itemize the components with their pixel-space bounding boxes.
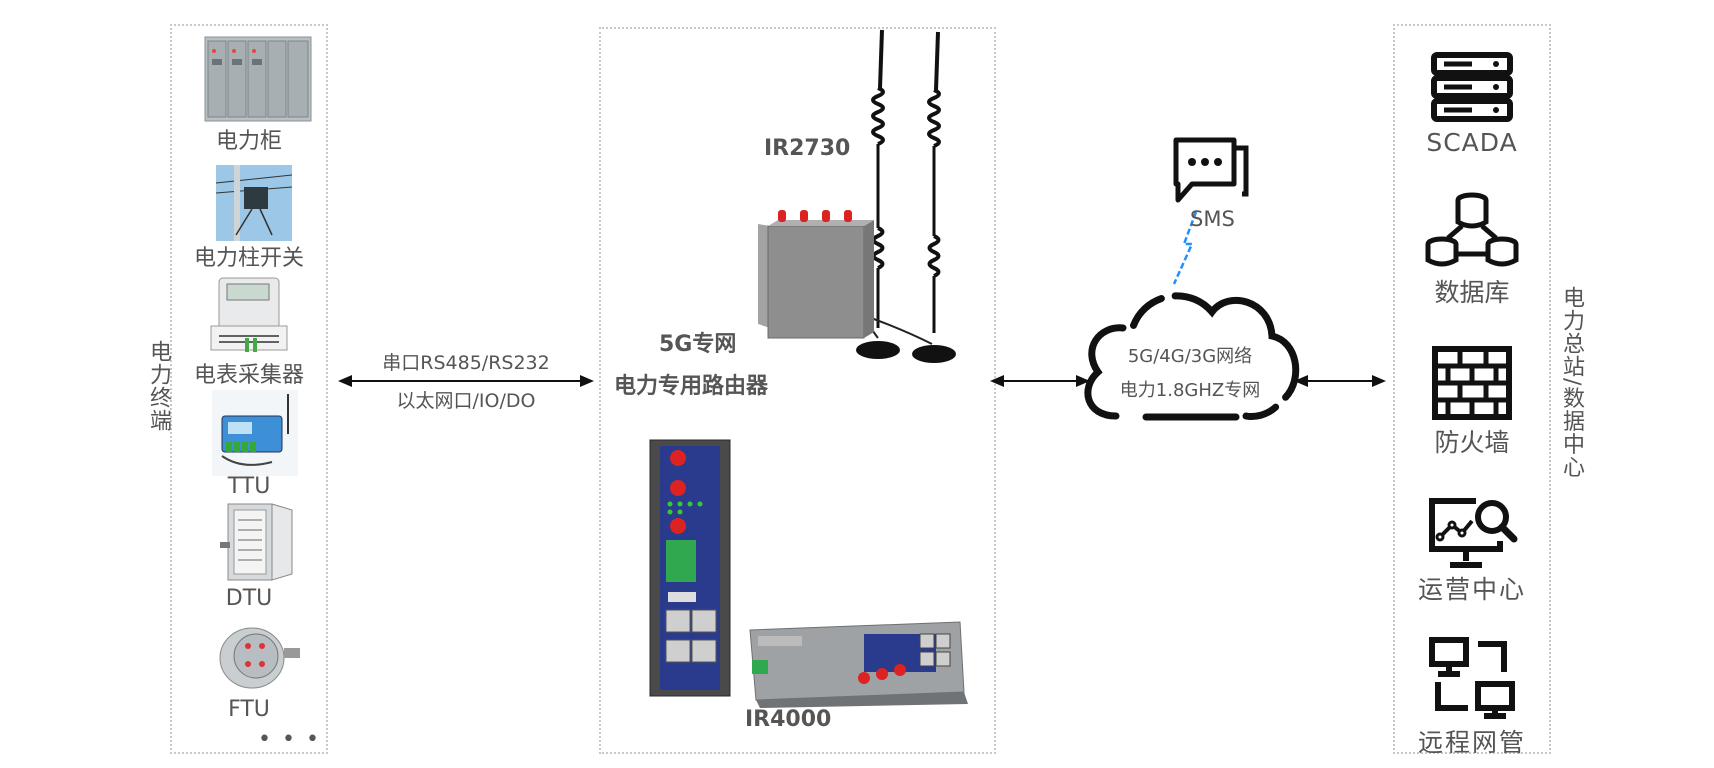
- router-panel: [599, 27, 996, 754]
- router-model-ir2730: IR2730: [764, 136, 851, 161]
- device-label-pole-switch: 电力柱开关: [193, 246, 304, 271]
- sms-label: SMS: [1190, 207, 1235, 231]
- dtu-image: [220, 502, 294, 588]
- sms-chat-icon: [1172, 137, 1252, 214]
- device-label-meter-collector: 电表采集器: [193, 363, 304, 388]
- right-link-arrow: [1294, 373, 1386, 393]
- device-label-dtu: DTU: [225, 586, 273, 611]
- pole-switch-image: [215, 165, 293, 245]
- link-label-serial: 串口RS485/RS232: [382, 352, 550, 374]
- more-indicator: • • •: [258, 727, 321, 752]
- network-cloud-icon: [1076, 276, 1304, 440]
- meter-collector-image: [205, 276, 293, 362]
- data-center-panel-title: 电力总站/数据中心: [1559, 286, 1584, 479]
- ir4000-vertical-router-image: [648, 439, 734, 702]
- router-model-ir4000: IR4000: [745, 707, 832, 732]
- network-management-icon: [1428, 636, 1516, 722]
- data-center-label-scada: SCADA: [1426, 128, 1518, 157]
- data-center-panel: [1393, 24, 1551, 754]
- firewall-icon: [1432, 346, 1512, 424]
- ir2730-router-image: [750, 28, 960, 372]
- terminal-panel-title: 电力终端: [146, 340, 171, 432]
- router-caption-power: 电力专用路由器: [614, 374, 769, 399]
- lightning-icon: [1166, 210, 1202, 290]
- device-label-ftu: FTU: [228, 697, 270, 722]
- device-label-power-cabinet: 电力柜: [215, 129, 282, 154]
- data-center-label-firewall: 防火墙: [1434, 428, 1510, 457]
- terminal-panel: [170, 24, 328, 754]
- left-link-arrow: [338, 373, 594, 393]
- database-icon: [1424, 192, 1520, 272]
- ttu-image: [212, 390, 298, 480]
- cloud-label-network: 5G/4G/3G网络: [1127, 346, 1253, 367]
- device-label-ttu: TTU: [227, 474, 271, 499]
- power-cabinet-image: [204, 35, 312, 127]
- ftu-image: [212, 622, 304, 696]
- server-icon: [1430, 52, 1514, 126]
- monitor-search-icon: [1426, 497, 1518, 575]
- cloud-label-private-network: 电力1.8GHZ专网: [1119, 380, 1261, 401]
- data-center-label-remote-management: 远程网管: [1417, 728, 1526, 757]
- router-caption-5g: 5G专网: [659, 332, 737, 357]
- data-center-label-database: 数据库: [1434, 278, 1510, 307]
- ir4000-horizontal-router-image: [744, 612, 972, 712]
- data-center-label-operations: 运营中心: [1417, 575, 1526, 604]
- link-label-ethernet: 以太网口/IO/DO: [396, 390, 536, 412]
- center-cloud-arrow: [990, 373, 1090, 393]
